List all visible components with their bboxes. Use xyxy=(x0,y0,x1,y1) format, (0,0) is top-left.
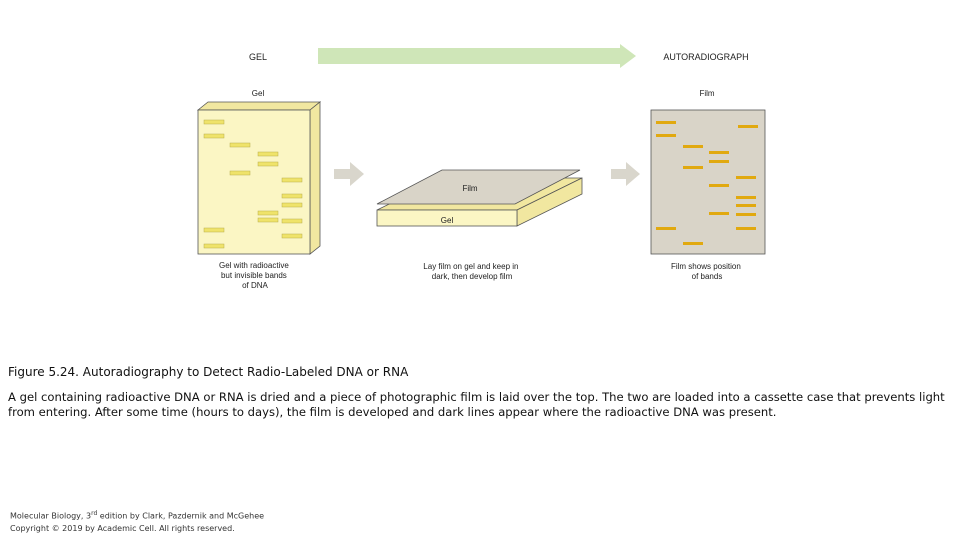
step-arrow-2 xyxy=(611,162,640,186)
sandwich-film-label: Film xyxy=(462,184,477,193)
film-band xyxy=(736,176,756,179)
header-autoradiograph: AUTORADIOGRAPH xyxy=(663,52,748,62)
credit-book: Molecular Biology, 3 xyxy=(10,511,92,521)
figure-description: A gel containing radioactive DNA or RNA … xyxy=(8,390,945,419)
film-caption: Film shows position of bands xyxy=(671,262,743,281)
film-band xyxy=(736,213,756,216)
developed-film xyxy=(650,109,766,255)
gel-band xyxy=(281,233,303,239)
film-band xyxy=(736,227,756,230)
gel-caption: Gel with radioactive but invisible bands… xyxy=(219,261,291,290)
gel-band xyxy=(229,170,251,176)
film-band xyxy=(709,160,729,163)
gel-side-face xyxy=(309,101,321,255)
sandwich-gel-front xyxy=(376,209,518,227)
sandwich-gel-label: Gel xyxy=(441,216,454,225)
film-band xyxy=(656,227,676,230)
step-arrow-1 xyxy=(334,162,364,186)
flow-arrow xyxy=(318,44,636,68)
gel-band xyxy=(281,193,303,199)
film-band xyxy=(736,204,756,207)
film-band xyxy=(738,125,758,128)
gel-band xyxy=(281,177,303,183)
gel-top-face xyxy=(196,101,322,111)
gel-band xyxy=(229,142,251,148)
header-gel: GEL xyxy=(249,52,267,62)
film-band xyxy=(656,134,676,137)
gel-label: Gel xyxy=(252,89,265,98)
autoradiography-diagram: GEL AUTORADIOGRAPH Gel Gel with radioact… xyxy=(196,44,766,290)
film-band xyxy=(709,151,729,154)
gel-band xyxy=(257,217,279,223)
gel-band xyxy=(203,119,225,125)
copyright-credit: Molecular Biology, 3rd edition by Clark,… xyxy=(10,508,410,535)
film-band xyxy=(683,145,703,148)
gel-band xyxy=(281,218,303,224)
gel-bands xyxy=(203,119,303,249)
gel-band xyxy=(257,161,279,167)
film-band xyxy=(656,121,676,124)
film-band xyxy=(736,196,756,199)
film-label: Film xyxy=(699,89,714,98)
credit-sup: rd xyxy=(91,510,98,517)
credit-line-1: Molecular Biology, 3rd edition by Clark,… xyxy=(10,508,410,523)
gel-band xyxy=(281,202,303,208)
film-bands xyxy=(656,121,758,245)
sandwich-film xyxy=(376,169,581,205)
gel-band xyxy=(203,133,225,139)
figure-title: Figure 5.24. Autoradiography to Detect R… xyxy=(8,365,409,379)
gel-band xyxy=(203,243,225,249)
film-band xyxy=(709,212,729,215)
gel-band xyxy=(257,151,279,157)
credit-authors: edition by Clark, Pazdernik and McGehee xyxy=(97,511,265,521)
gel-band xyxy=(257,210,279,216)
credit-line-2: Copyright © 2019 by Academic Cell. All r… xyxy=(10,523,235,533)
film-band xyxy=(683,166,703,169)
sandwich-caption: Lay film on gel and keep in dark, then d… xyxy=(423,262,520,281)
film-band xyxy=(709,184,729,187)
gel-band xyxy=(203,227,225,233)
film-band xyxy=(683,242,703,245)
